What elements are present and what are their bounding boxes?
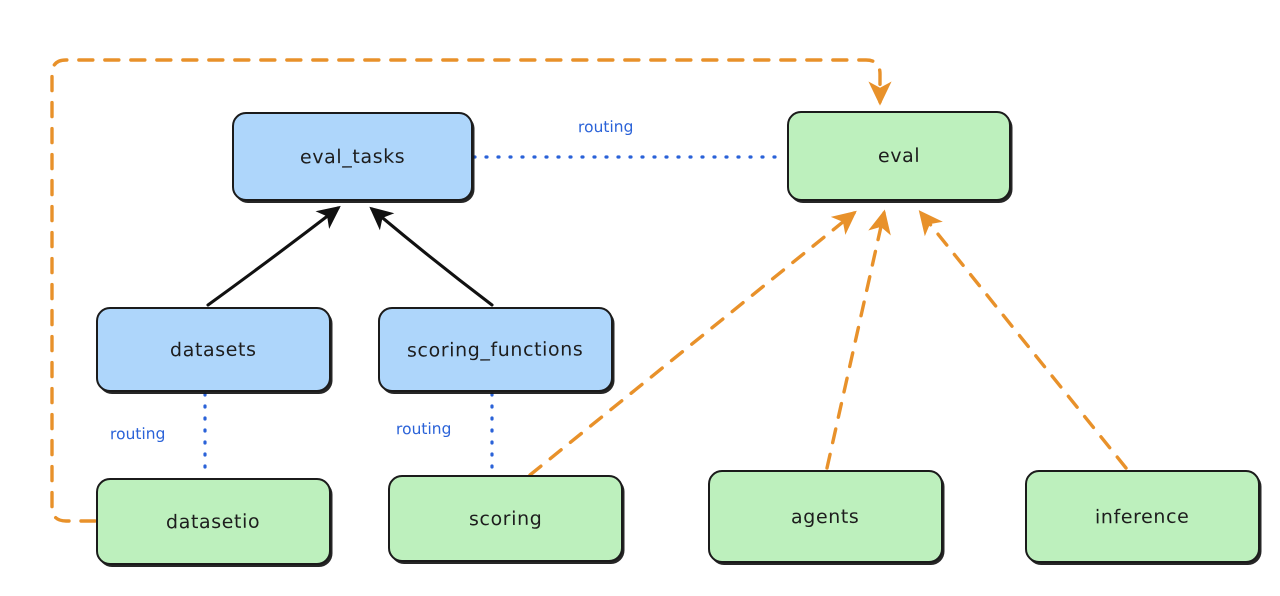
node-label: datasetio [166, 510, 261, 533]
node-agents[interactable]: agents [708, 470, 943, 563]
node-label: scoring [468, 507, 543, 530]
node-scoring[interactable]: scoring [388, 475, 623, 562]
edge-scoring-to-eval [528, 210, 857, 477]
node-inference[interactable]: inference [1025, 470, 1260, 563]
edge-agents-to-eval [825, 209, 891, 470]
edge-label-routing-scoring: routing [395, 419, 452, 439]
node-label: inference [1095, 505, 1190, 528]
node-datasets[interactable]: datasets [96, 307, 331, 392]
node-eval-tasks[interactable]: eval_tasks [232, 112, 473, 201]
node-label: scoring_functions [407, 337, 584, 362]
node-label: agents [791, 505, 860, 528]
node-label: eval [877, 144, 921, 168]
node-scoring-functions[interactable]: scoring_functions [378, 307, 613, 392]
edge-label-routing-datasetio: routing [109, 424, 166, 444]
node-label: datasets [170, 338, 257, 361]
node-datasetio[interactable]: datasetio [96, 478, 331, 565]
edge-scoring-functions-to-eval-tasks [369, 206, 494, 307]
node-label: eval_tasks [299, 145, 406, 168]
edge-datasets-to-eval-tasks [206, 205, 341, 307]
edge-inference-to-eval [918, 210, 1128, 470]
node-eval[interactable]: eval [787, 111, 1011, 201]
edge-label-routing-eval: routing [577, 117, 634, 137]
edge-datasetio-to-eval [50, 58, 892, 523]
